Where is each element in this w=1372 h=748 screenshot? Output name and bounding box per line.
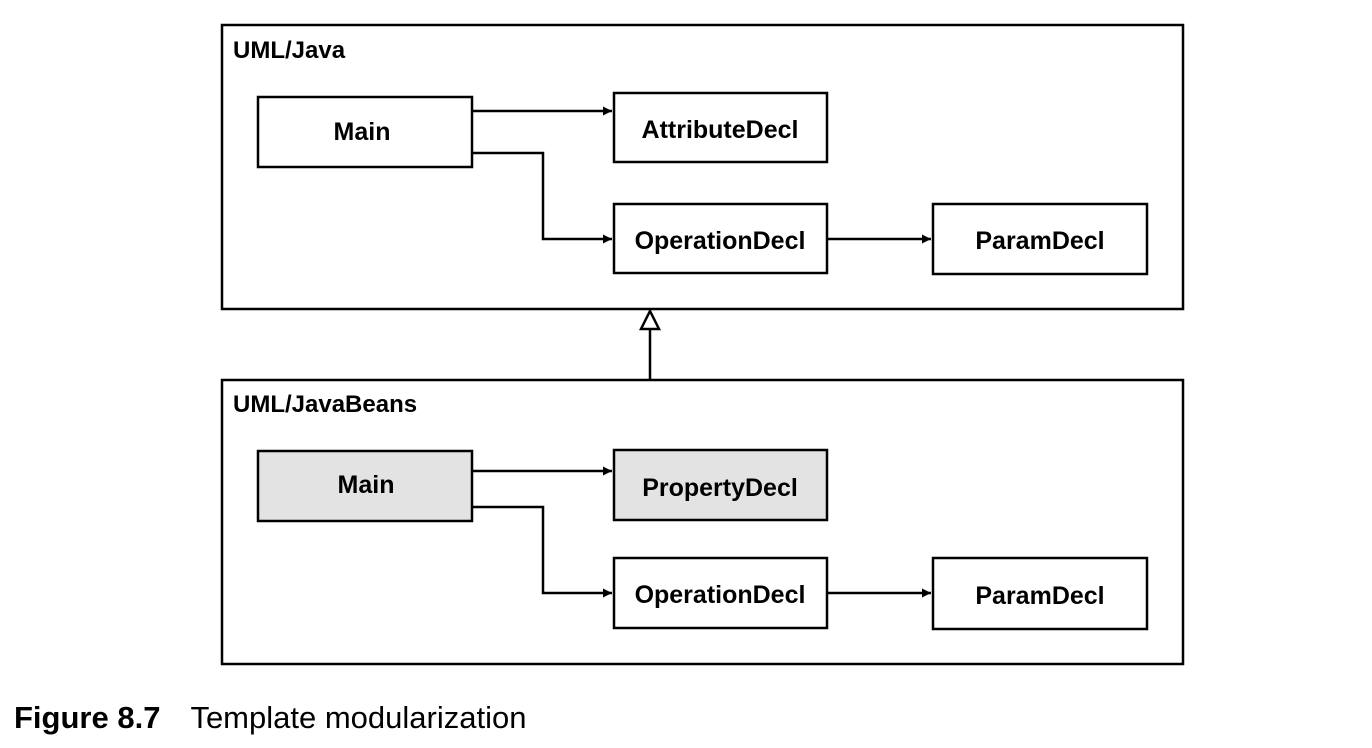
figure-title: Template modularization [190,700,527,735]
class-box-attributedecl: AttributeDecl [612,91,829,164]
class-label-propertydecl: PropertyDecl [642,474,798,502]
arrow-main-to-operationdecl-beans [472,505,612,598]
arrow-main-to-operationdecl [472,151,612,244]
package-uml-java: UML/Java Main AttributeDecl OperationDec… [220,23,1185,311]
package-uml-javabeans: UML/JavaBeans Main PropertyDecl Operatio… [220,378,1185,666]
package-label-uml-javabeans: UML/JavaBeans [233,391,417,418]
class-box-paramdecl-beans: ParamDecl [931,556,1149,631]
class-box-main: Main [256,95,474,169]
generalization-arrow [638,308,662,379]
class-label-main-overridden: Main [338,471,395,499]
class-box-main-overridden: Main [256,449,474,523]
class-label-operationdecl-beans: OperationDecl [635,581,806,609]
class-label-attributedecl: AttributeDecl [642,116,799,144]
class-box-operationdecl-beans: OperationDecl [612,556,829,630]
class-label-paramdecl: ParamDecl [975,227,1104,255]
class-box-paramdecl: ParamDecl [931,202,1149,276]
figure-caption: Figure 8.7 Template modularization [14,700,526,740]
figure-number: Figure 8.7 [14,700,161,735]
class-label-main: Main [334,118,391,146]
template-modularization-diagram: UML/Java Main AttributeDecl OperationDec… [220,23,1185,666]
class-box-operationdecl: OperationDecl [612,202,829,275]
package-label-uml-java: UML/Java [233,37,346,64]
class-box-propertydecl: PropertyDecl [612,448,829,522]
class-label-paramdecl-beans: ParamDecl [975,582,1104,610]
class-label-operationdecl: OperationDecl [635,227,806,255]
